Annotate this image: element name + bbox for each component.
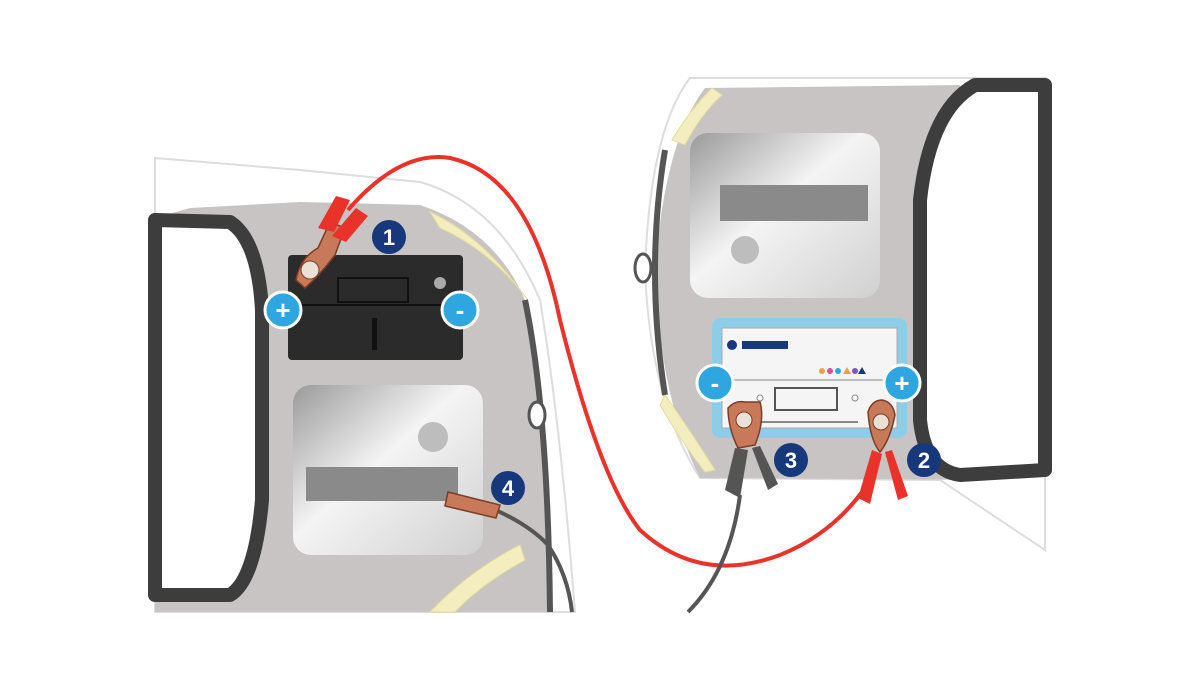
donor-car-reservoir-cap xyxy=(731,236,759,264)
donor-car xyxy=(633,77,1052,552)
dead-car-reservoir-cap xyxy=(418,422,448,452)
minus-icon: - xyxy=(440,290,480,330)
step-badge-1: 1 xyxy=(372,220,406,254)
step-number: 3 xyxy=(785,448,797,473)
clamp-icon xyxy=(858,399,908,504)
donor-car-reservoir-slot xyxy=(720,185,868,221)
dead-battery-negative-post xyxy=(434,277,446,289)
step-number: 1 xyxy=(383,225,395,250)
donor-negative-sign: - xyxy=(711,368,720,398)
step-number: 2 xyxy=(918,448,930,473)
dead-positive-sign: + xyxy=(275,295,290,325)
dead-car-windshield xyxy=(148,213,269,602)
minus-icon: - xyxy=(695,363,735,403)
ground-clamp xyxy=(444,491,501,519)
donor-car-headlight xyxy=(671,87,723,146)
step-badge-3: 3 xyxy=(774,443,808,477)
battery-icon xyxy=(288,255,463,360)
plus-icon: + xyxy=(882,363,922,403)
dead-car-headlight xyxy=(428,210,529,301)
clamp-icon xyxy=(725,400,778,498)
donor-car-windshield xyxy=(913,78,1052,482)
dead-negative-sign: - xyxy=(456,295,465,325)
dead-battery xyxy=(288,255,463,360)
dead-car xyxy=(148,156,577,613)
dead-car-reservoir-slot xyxy=(306,467,458,501)
red-jumper-cable xyxy=(346,155,864,568)
plus-icon: + xyxy=(263,290,303,330)
step-number: 4 xyxy=(502,476,515,501)
donor-car-fender-line xyxy=(652,149,668,396)
step-badge-2: 2 xyxy=(907,443,941,477)
donor-car-hood-latch xyxy=(633,252,653,284)
dead-car-lower-light xyxy=(428,544,526,613)
dead-car-fender-line xyxy=(522,299,553,613)
donor-positive-sign: + xyxy=(894,368,909,398)
clamp-icon xyxy=(295,196,368,289)
dead-car-hood-latch xyxy=(527,400,547,430)
step-badge-4: 4 xyxy=(491,471,525,505)
black-jumper-cable xyxy=(686,494,742,614)
donor-car-lower-light xyxy=(659,394,716,473)
